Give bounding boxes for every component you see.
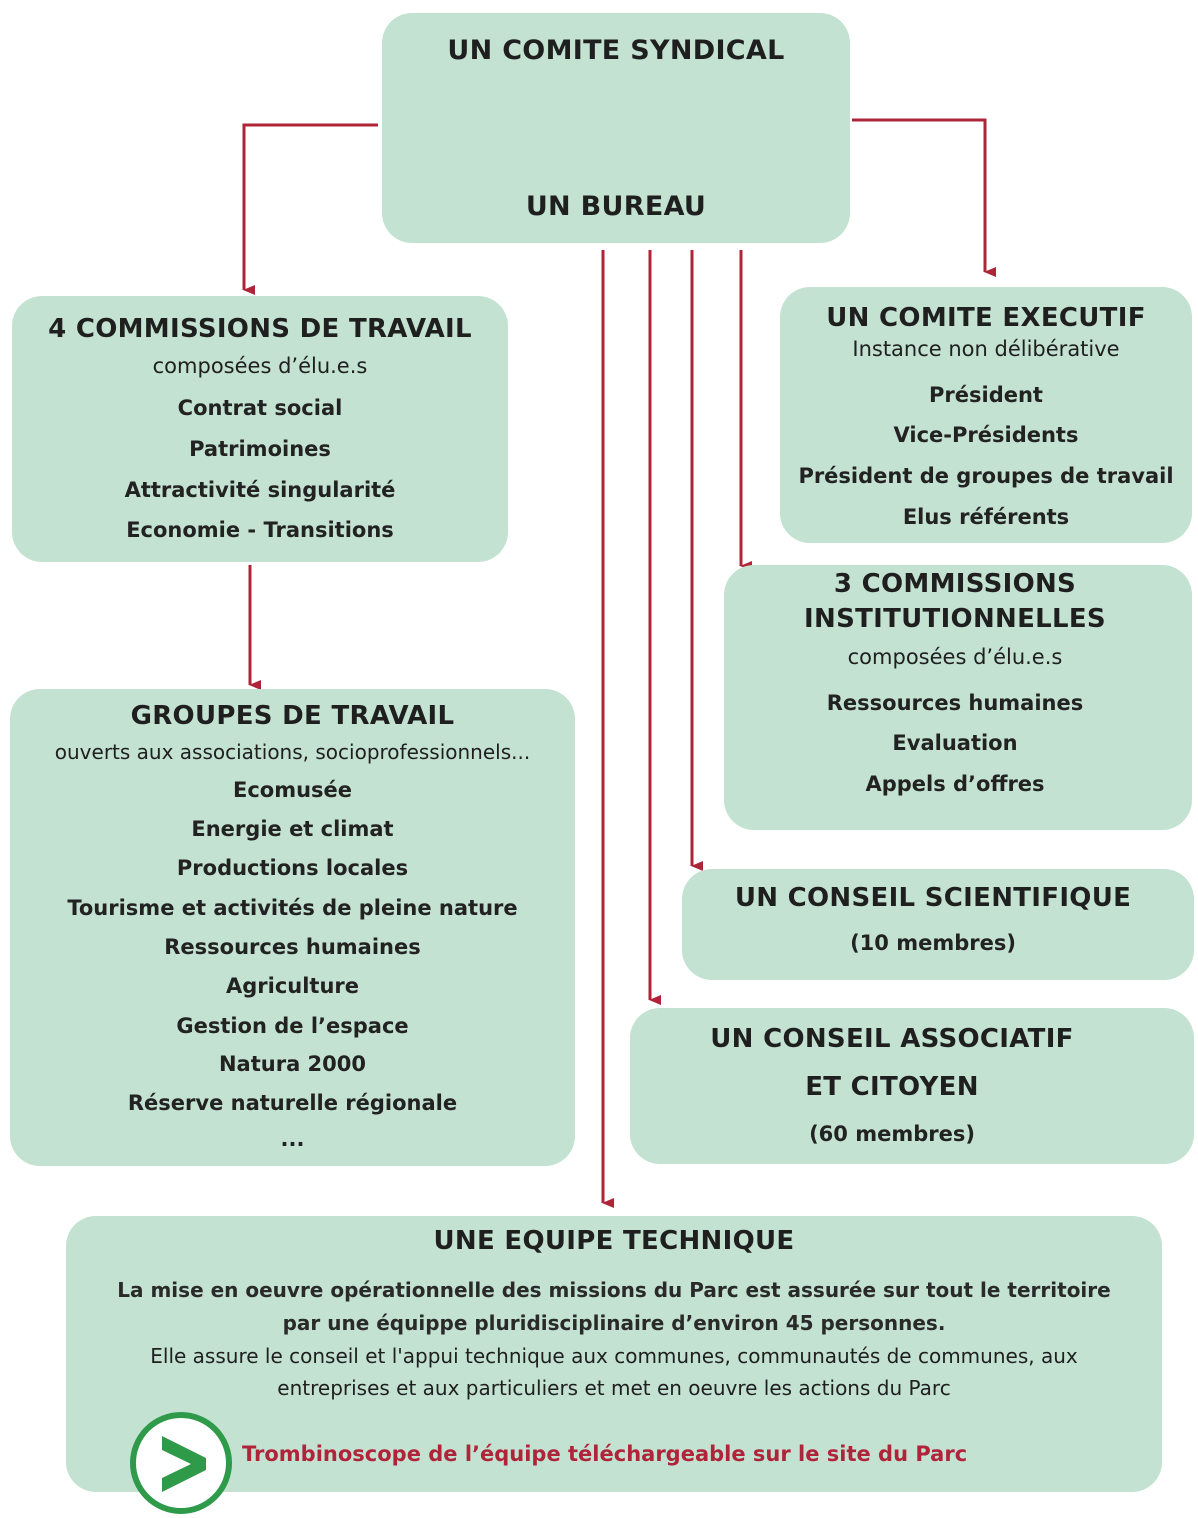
equipe-technique-para2-line2: entreprises et aux particuliers et met e… xyxy=(277,1376,951,1400)
conseil-associatif-title-line1: UN CONSEIL ASSOCIATIF xyxy=(710,1024,1074,1054)
trombinoscope-link[interactable]: Trombinoscope de l’équipe téléchargeable… xyxy=(242,1442,968,1466)
commissions-institutionnelles-title-line2: INSTITUTIONNELLES xyxy=(804,604,1106,634)
conseil-scientifique-members: (10 membres) xyxy=(850,931,1016,955)
comite-syndical-box: UN COMITE SYNDICAL UN BUREAU xyxy=(382,13,850,243)
groupe-item: Productions locales xyxy=(176,856,409,880)
conseil-associatif-title-line2: ET CITOYEN xyxy=(805,1072,979,1102)
groupe-item: Energie et climat xyxy=(191,817,394,841)
commissions-institutionnelles-title-line1: 3 COMMISSIONS xyxy=(833,569,1077,599)
conseil-scientifique-box: UN CONSEIL SCIENTIFIQUE (10 membres) xyxy=(682,869,1194,980)
equipe-technique-para1-line2: par une équippe pluridisciplinaire d’env… xyxy=(282,1311,946,1335)
bureau-title: UN BUREAU xyxy=(525,191,707,222)
arrow-to-commissions-travail xyxy=(242,123,378,295)
commission-item: Patrimoines xyxy=(189,437,331,461)
commissions-institutionnelles-box: 3 COMMISSIONS INSTITUTIONNELLES composée… xyxy=(724,565,1192,830)
arrow-to-comite-executif xyxy=(852,118,996,277)
groupes-travail-title: GROUPES DE TRAVAIL xyxy=(130,701,455,731)
groupe-item: Agriculture xyxy=(225,974,360,998)
groupe-item: Réserve naturelle régionale xyxy=(127,1091,458,1115)
equipe-technique-box: UNE EQUIPE TECHNIQUE La mise en oeuvre o… xyxy=(66,1216,1162,1492)
institutionnelle-item: Evaluation xyxy=(892,731,1018,755)
groupe-item: Ressources humaines xyxy=(164,935,421,959)
executif-item: Président xyxy=(929,383,1043,407)
commissions-travail-box: 4 COMMISSIONS DE TRAVAIL composées d’élu… xyxy=(12,296,508,562)
comite-executif-title: UN COMITE EXECUTIF xyxy=(826,303,1146,333)
executif-item: Vice-Présidents xyxy=(893,423,1079,447)
executif-item: Elus référents xyxy=(902,505,1070,529)
comite-executif-subtitle: Instance non délibérative xyxy=(852,337,1120,361)
groupe-item: ... xyxy=(280,1127,305,1151)
comite-executif-box: UN COMITE EXECUTIF Instance non délibéra… xyxy=(780,287,1192,543)
groupes-travail-box: GROUPES DE TRAVAIL ouverts aux associati… xyxy=(10,689,575,1166)
commission-item: Attractivité singularité xyxy=(124,478,396,502)
commission-item: Contrat social xyxy=(177,396,343,420)
commission-item: Economie - Transitions xyxy=(126,518,394,542)
equipe-technique-para1-line1: La mise en oeuvre opérationnelle des mis… xyxy=(117,1278,1111,1302)
groupe-item: Ecomusée xyxy=(232,778,353,802)
groupe-item: Tourisme et activités de pleine nature xyxy=(67,896,518,920)
conseil-scientifique-title: UN CONSEIL SCIENTIFIQUE xyxy=(734,883,1132,913)
commissions-travail-title: 4 COMMISSIONS DE TRAVAIL xyxy=(48,314,472,344)
conseil-associatif-members: (60 membres) xyxy=(809,1122,975,1146)
commissions-institutionnelles-subtitle: composées d’élu.e.s xyxy=(847,645,1063,669)
institutionnelle-item: Ressources humaines xyxy=(826,691,1084,715)
groupe-item: Gestion de l’espace xyxy=(176,1014,409,1038)
conseil-associatif-box: UN CONSEIL ASSOCIATIF ET CITOYEN (60 mem… xyxy=(630,1008,1194,1164)
chevron-circle-icon[interactable] xyxy=(126,1408,236,1518)
groupes-travail-subtitle: ouverts aux associations, socioprofessio… xyxy=(54,740,531,764)
comite-syndical-title: UN COMITE SYNDICAL xyxy=(447,35,785,66)
commissions-travail-subtitle: composées d’élu.e.s xyxy=(152,354,368,378)
equipe-technique-para2-line1: Elle assure le conseil et l'appui techni… xyxy=(150,1344,1078,1368)
institutionnelle-item: Appels d’offres xyxy=(865,772,1045,796)
groupe-item: Natura 2000 xyxy=(218,1052,367,1076)
executif-item: Président de groupes de travail xyxy=(798,464,1174,488)
equipe-technique-title: UNE EQUIPE TECHNIQUE xyxy=(433,1226,795,1256)
